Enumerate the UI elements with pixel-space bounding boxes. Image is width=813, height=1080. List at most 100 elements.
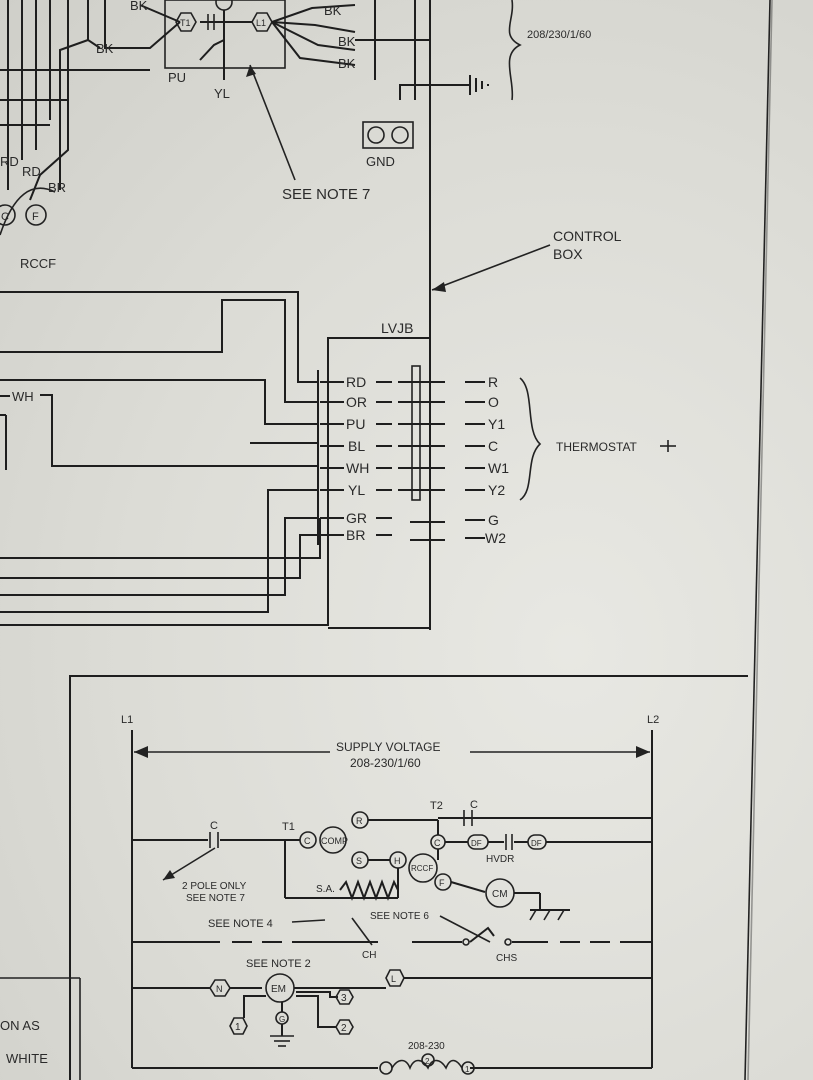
em-label: EM bbox=[271, 984, 286, 995]
c-upper-label: C bbox=[470, 799, 478, 811]
comp-r-label: R bbox=[356, 816, 363, 826]
supply-voltage-label: SUPPLY VOLTAGE bbox=[336, 740, 440, 754]
t1-terminal-top bbox=[175, 12, 197, 32]
panel-edge-line bbox=[744, 0, 771, 1080]
chs-label: CHS bbox=[496, 953, 517, 964]
tstat-terminal-label: O bbox=[488, 394, 499, 410]
bk-label: BK bbox=[130, 0, 148, 13]
gnd-label: GND bbox=[366, 154, 395, 169]
wire-label: OR bbox=[346, 394, 367, 410]
node-3-label: 3 bbox=[341, 993, 347, 1004]
tstat-terminal-label: C bbox=[488, 438, 498, 454]
t2-label: T2 bbox=[430, 800, 443, 812]
lower-labels: L1 L2 SUPPLY VOLTAGE 208-230/1/60 C T1 C… bbox=[0, 714, 659, 1074]
on-as-label: ON AS bbox=[0, 1018, 40, 1033]
transformer-2-label: 2 bbox=[425, 1057, 430, 1066]
ladder-diagram bbox=[0, 675, 748, 1080]
transformer-1-label: 1 bbox=[465, 1065, 470, 1074]
rccf-capacitor bbox=[0, 187, 56, 236]
two-pole-label: 2 POLE ONLY bbox=[182, 881, 247, 892]
l-node-label: L bbox=[391, 974, 396, 984]
tstat-terminal-label: W2 bbox=[485, 530, 506, 546]
terminal-row: BL C bbox=[320, 438, 498, 454]
transformer-voltage-label: 208-230 bbox=[408, 1041, 445, 1052]
panel-edge-line-2 bbox=[747, 0, 773, 1080]
wh-label: WH bbox=[12, 389, 34, 404]
terminal-row: PU Y1 bbox=[320, 416, 505, 432]
voltage-label: 208/230/1/60 bbox=[527, 29, 591, 41]
terminal-row: WH W1 bbox=[320, 460, 509, 476]
control-label: CONTROL bbox=[553, 228, 622, 244]
t1-lower-label: T1 bbox=[282, 821, 295, 833]
control-box-pointer bbox=[431, 244, 551, 291]
wire-label: RD bbox=[346, 374, 366, 390]
rccf-label: RCCF bbox=[20, 256, 56, 271]
terminal-row: YL Y2 bbox=[320, 482, 505, 498]
l1-label: L1 bbox=[256, 18, 266, 28]
wire-label: PU bbox=[346, 416, 365, 432]
bk-label: BK bbox=[338, 56, 356, 71]
terminal-row: OR O bbox=[320, 394, 499, 410]
left-wire-bundle bbox=[0, 0, 150, 201]
wire-label: BR bbox=[346, 527, 365, 543]
l2-rail-label: L2 bbox=[647, 714, 659, 726]
see-note-7-label: SEE NOTE 7 bbox=[282, 186, 370, 203]
tstat-terminal-label: Y1 bbox=[488, 416, 505, 432]
rccf-lower-label: RCCF bbox=[411, 864, 433, 873]
bk-label: BK bbox=[324, 3, 342, 18]
wire-label: GR bbox=[346, 510, 367, 526]
n-node-label: N bbox=[216, 984, 223, 994]
comp-c-node bbox=[299, 831, 317, 849]
control-box-wiring bbox=[246, 0, 551, 630]
bk-label: BK bbox=[338, 34, 356, 49]
df-label: DF bbox=[531, 839, 542, 848]
g-node-label: G bbox=[279, 1015, 285, 1024]
lvjb-label: LVJB bbox=[381, 320, 413, 336]
rccf-f-label: F bbox=[32, 211, 39, 223]
tstat-terminal-label: G bbox=[488, 512, 499, 528]
comp-symbol bbox=[319, 826, 347, 854]
see-note-7-lower-label: SEE NOTE 7 bbox=[186, 893, 245, 904]
pu-label: PU bbox=[168, 70, 186, 85]
c-mid-label: C bbox=[434, 838, 441, 848]
l1-rail-label: L1 bbox=[121, 714, 133, 726]
comp-s-label: S bbox=[356, 856, 362, 866]
wire-label: WH bbox=[346, 460, 369, 476]
upper-labels: BK BK BK BK BK T1 L1 PU YL RD RD BR C F … bbox=[0, 0, 638, 454]
see-note-2-label: SEE NOTE 2 bbox=[246, 958, 311, 970]
ch-label: CH bbox=[362, 950, 376, 961]
supply-voltage-value: 208-230/1/60 bbox=[350, 756, 421, 770]
f-node-label: F bbox=[439, 878, 445, 888]
contactor-box bbox=[104, 0, 430, 80]
box-label: BOX bbox=[553, 246, 583, 262]
thermostat-label: THERMOSTAT bbox=[556, 440, 638, 454]
lvjb-feeder-wires bbox=[0, 291, 430, 629]
rd-label: RD bbox=[0, 154, 19, 169]
wire-label: YL bbox=[348, 482, 365, 498]
h-node-label: H bbox=[394, 856, 401, 866]
contactor-c-label: C bbox=[210, 820, 218, 832]
rccf-lower-symbol bbox=[408, 853, 438, 883]
node-2-label: 2 bbox=[341, 1023, 347, 1034]
tstat-terminal-label: R bbox=[488, 374, 498, 390]
terminal-row: RD R bbox=[320, 374, 498, 390]
rccf-c-label: C bbox=[1, 211, 9, 223]
t1-label: T1 bbox=[180, 18, 191, 28]
lvjb-terminal-strip bbox=[317, 365, 676, 545]
br-label: BR bbox=[48, 180, 66, 195]
node-1-label: 1 bbox=[235, 1022, 241, 1033]
cm-label: CM bbox=[492, 889, 508, 900]
tstat-terminal-label: W1 bbox=[488, 460, 509, 476]
see-note-4-label: SEE NOTE 4 bbox=[208, 918, 273, 930]
wire-label: BL bbox=[348, 438, 365, 454]
comp-c-label: C bbox=[304, 836, 311, 846]
rd-label: RD bbox=[22, 164, 41, 179]
terminal-rows: RD R OR O PU Y1 BL C bbox=[320, 374, 509, 546]
yl-label: YL bbox=[214, 86, 230, 101]
gnd-block bbox=[362, 121, 414, 149]
tstat-terminal-label: Y2 bbox=[488, 482, 505, 498]
white-label: WHITE bbox=[6, 1051, 48, 1066]
note7-pointer bbox=[249, 64, 296, 181]
